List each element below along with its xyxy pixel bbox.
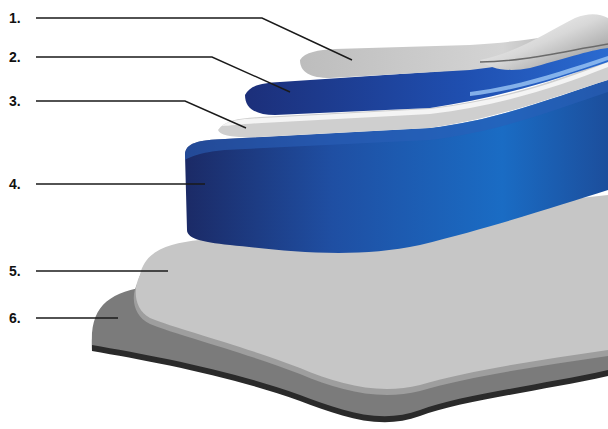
- callout-number: 3.: [9, 93, 21, 109]
- leader-lines: [36, 18, 352, 318]
- layer-1-curl: [480, 14, 608, 70]
- leader-line: [36, 101, 246, 128]
- leader-line: [36, 317, 118, 318]
- callout-number: 2.: [9, 49, 21, 65]
- callout-number: 6.: [9, 310, 21, 326]
- callout-number: 5.: [9, 263, 21, 279]
- callout-number: 4.: [9, 176, 21, 192]
- leader-line: [36, 18, 352, 60]
- callout-number: 1.: [9, 10, 21, 26]
- leader-line: [36, 270, 168, 271]
- leader-line: [36, 183, 205, 184]
- layer-1-curl-edge: [480, 44, 608, 62]
- leader-line: [36, 57, 290, 92]
